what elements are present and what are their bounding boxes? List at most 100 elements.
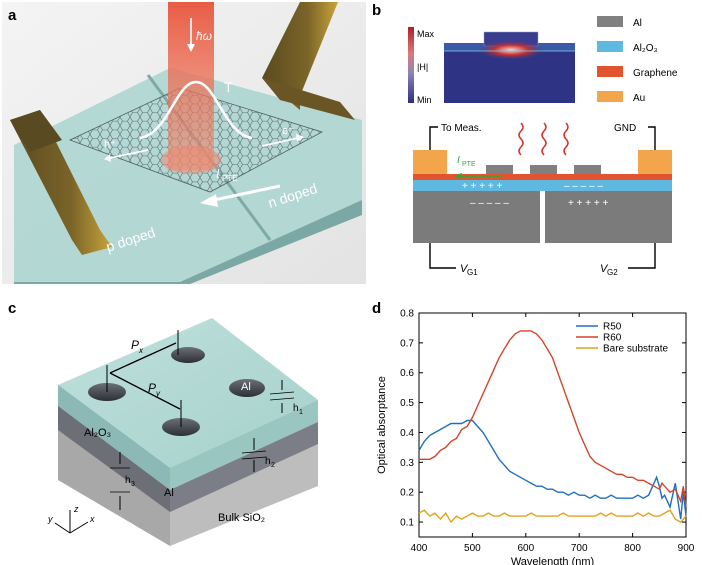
px-arrow xyxy=(109,342,177,374)
electron-label: e⁻ xyxy=(282,125,294,137)
series-layer xyxy=(418,330,687,524)
px-label-sub: x xyxy=(138,346,144,355)
axis-x-label: x xyxy=(89,514,95,524)
panel-b: b Max |H| Min Al Al₂O₃ Graphene Au xyxy=(372,2,678,277)
al-disk-back xyxy=(171,347,205,363)
hole-arrow-head xyxy=(104,154,111,162)
temperature-profile xyxy=(139,80,253,140)
panel-a: a ħω T h⁺ e⁻ I PTE p doped n xyxy=(2,2,366,284)
x-axis-label: Wavelength (nm) xyxy=(511,556,594,565)
h3-marker xyxy=(110,452,130,510)
heat-wave-1 xyxy=(518,122,524,156)
substrate-side xyxy=(14,200,362,284)
left-electrode-pad xyxy=(10,110,62,152)
colorbar xyxy=(408,27,414,103)
vg2-label: V xyxy=(600,263,609,275)
heat-wave-2 xyxy=(541,122,547,156)
series-line-bare-substrate xyxy=(418,509,687,524)
hole-arrow xyxy=(109,149,149,159)
ipte-label: I xyxy=(457,155,460,166)
y-axis-label: Optical absorptance xyxy=(376,376,388,474)
electron-arrow xyxy=(261,137,299,147)
legend-label-r60: R60 xyxy=(603,333,622,344)
panel-c-letter: c xyxy=(8,300,16,317)
x-tick-label: 700 xyxy=(571,543,588,554)
axis-triad xyxy=(54,510,89,534)
h1-label: h xyxy=(293,403,299,414)
x-tick-label: 800 xyxy=(624,543,641,554)
au-contact-right xyxy=(638,150,672,174)
photon-arrow-head xyxy=(187,44,195,52)
legend-swatch-al2o3 xyxy=(597,41,623,52)
gnd-label: GND xyxy=(614,123,636,134)
bulk-label: Bulk SiO₂ xyxy=(218,512,265,524)
colorbar-label: |H| xyxy=(417,62,428,72)
y-tick-label: 0.3 xyxy=(400,458,414,469)
gate-left xyxy=(413,191,540,243)
legend-label-bare-substrate: Bare substrate xyxy=(603,344,668,355)
material-legend: Al Al₂O₃ Graphene Au xyxy=(597,16,678,104)
x-tick-label: 500 xyxy=(464,543,481,554)
current-arrow-head xyxy=(200,194,218,207)
right-electrode xyxy=(262,2,338,110)
block-top xyxy=(58,318,318,468)
graphene-layer xyxy=(413,174,672,180)
legend-label-al: Al xyxy=(633,18,642,29)
al-layer-label: Al xyxy=(164,487,174,499)
al-left-layer xyxy=(58,406,170,512)
minus-charges-gate: – – – – – xyxy=(470,198,509,209)
vg1-label: V xyxy=(460,263,469,275)
y-tick-label: 0.4 xyxy=(400,428,414,439)
y-tick-label: 0.7 xyxy=(400,338,414,349)
al-disk-1 xyxy=(486,165,513,174)
h3-label-sub: 3 xyxy=(131,481,135,488)
al-disk-right xyxy=(229,379,265,397)
al-disk-3 xyxy=(574,165,601,174)
panel-b-letter: b xyxy=(372,2,381,19)
to-meas-label: To Meas. xyxy=(441,123,482,134)
field-hotspot xyxy=(477,40,545,60)
series-line-r50 xyxy=(418,419,687,520)
legend-swatch-al xyxy=(597,16,623,27)
h2-label-sub: 2 xyxy=(271,462,275,469)
px-label: P xyxy=(131,338,139,352)
hbar-omega-label: ħω xyxy=(196,29,212,43)
hole-label: h⁺ xyxy=(104,139,116,151)
plus-charges-gate: + + + + + xyxy=(568,198,608,209)
x-tick-label: 600 xyxy=(517,543,534,554)
al2o3-right-layer xyxy=(170,400,318,490)
au-contact-left xyxy=(413,150,447,174)
py-arrow xyxy=(109,372,181,410)
ipte-label-sub: PTE xyxy=(462,161,476,168)
y-tick-label: 0.2 xyxy=(400,488,414,499)
al2o3-label: Al₂O₃ xyxy=(84,427,111,439)
oxide-layer xyxy=(413,180,672,191)
y-tick-label: 0.1 xyxy=(400,518,414,529)
axis-z-label: z xyxy=(73,504,79,514)
legend-label-au: Au xyxy=(633,93,645,104)
al-disk-label: Al xyxy=(241,381,251,393)
minus-charges-oxide: – – – – – xyxy=(564,181,603,192)
y-tick-label: 0.5 xyxy=(400,398,414,409)
panel-a-letter: a xyxy=(8,7,17,24)
axis-y-label: y xyxy=(47,514,53,524)
laser-spot xyxy=(161,146,221,174)
legend-swatch-graphene xyxy=(597,66,623,77)
vg1-label-sub: G1 xyxy=(467,268,478,277)
py-label: P xyxy=(148,381,156,395)
x-tick-label: 400 xyxy=(411,543,428,554)
h1-label-sub: 1 xyxy=(299,409,303,416)
vg2-label-sub: G2 xyxy=(607,268,618,277)
heat-wave-3 xyxy=(563,122,569,156)
py-label-sub: y xyxy=(155,389,161,398)
right-electrode-pad xyxy=(262,78,355,120)
h2-label: h xyxy=(265,456,271,467)
current-arrow xyxy=(213,184,281,202)
plus-charges-oxide: + + + + + xyxy=(462,181,502,192)
colorbar-min: Min xyxy=(417,95,432,105)
plot-frame xyxy=(418,312,687,538)
wire-vg2 xyxy=(628,243,656,269)
